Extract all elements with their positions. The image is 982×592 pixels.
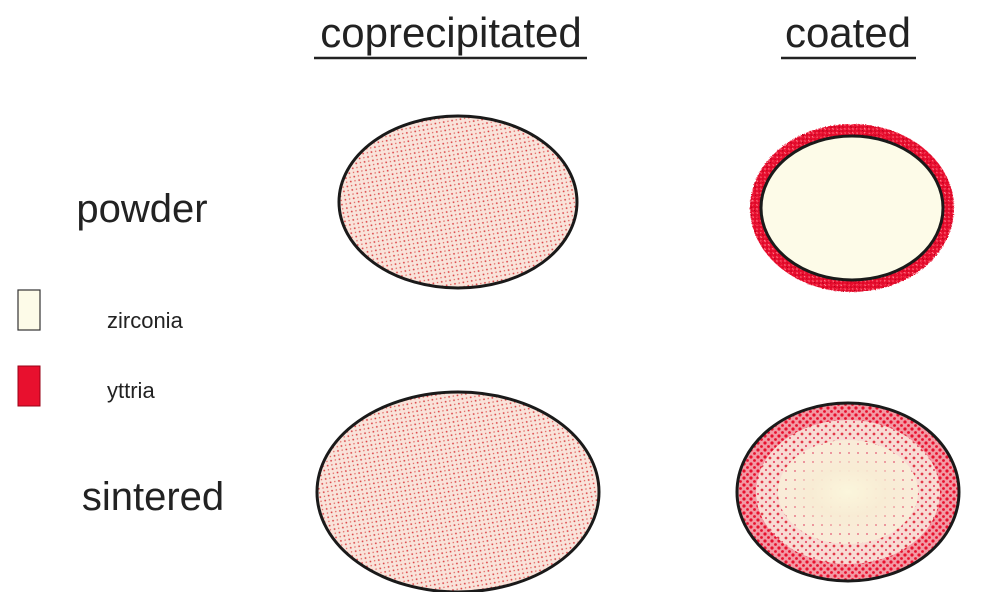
legend-label-yttria: yttria: [107, 378, 155, 403]
column-heading-coated: coated: [785, 9, 911, 56]
zirconia-core: [759, 134, 945, 282]
particle-coated-powder: [750, 124, 954, 292]
legend-swatch-zirconia: [17, 289, 41, 331]
particle-outline: [735, 401, 961, 583]
legend-swatch-yttria: [17, 365, 41, 407]
row-heading-sintered: sintered: [82, 475, 224, 519]
particle-coated-sintered: [735, 401, 961, 583]
particle-coprecipitated-powder: [337, 114, 579, 290]
legend: zirconia yttria: [17, 289, 184, 407]
gradient-core-zone: [786, 452, 910, 532]
legend-label-zirconia: zirconia: [107, 308, 184, 333]
row-heading-powder: powder: [76, 187, 207, 231]
particle-coprecipitated-sintered: [315, 390, 601, 592]
column-heading-coprecipitated: coprecipitated: [320, 9, 582, 56]
